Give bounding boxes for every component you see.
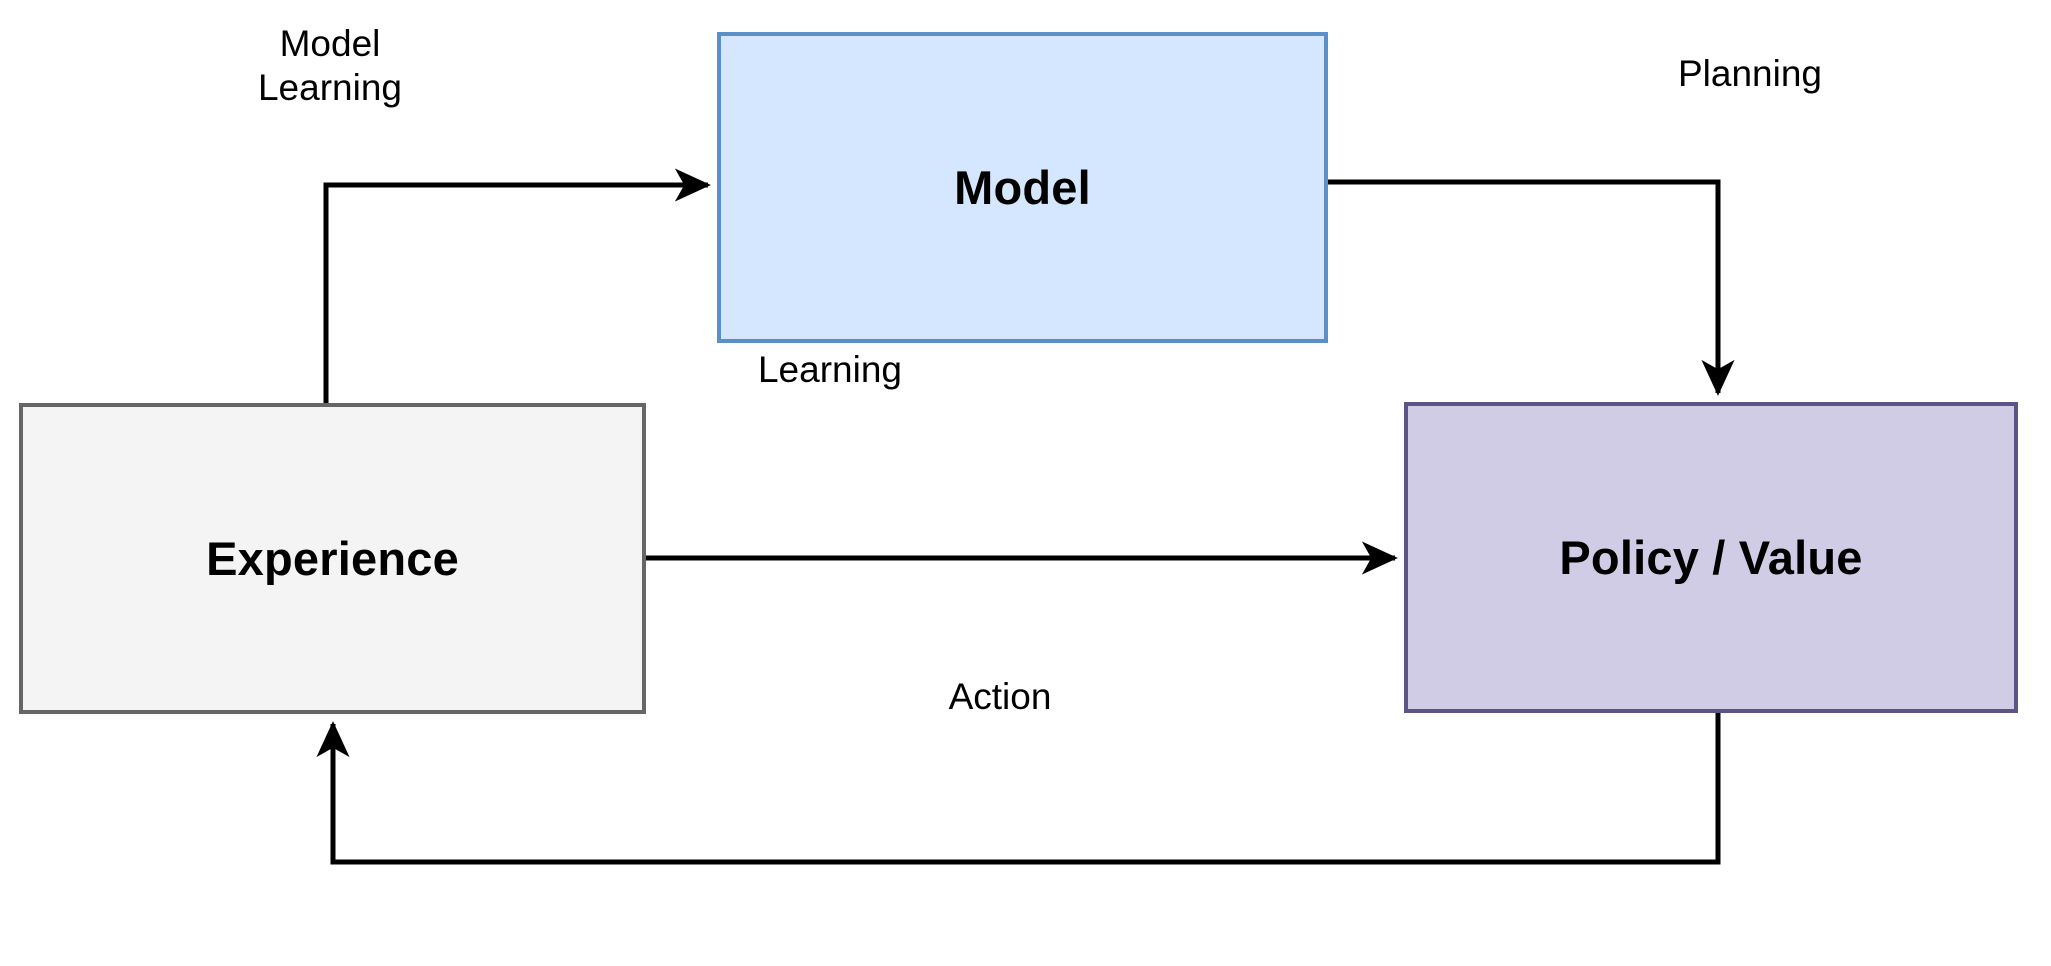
node-experience-label: Experience <box>206 532 459 585</box>
node-model-label: Model <box>954 161 1091 214</box>
edge-model-learning <box>323 168 711 403</box>
node-policy-value[interactable]: Policy / Value <box>1404 402 2018 713</box>
edge-label-planning: Planning <box>1677 53 1822 94</box>
node-experience[interactable]: Experience <box>19 403 646 714</box>
node-model[interactable]: Model <box>717 32 1328 343</box>
edge-label-learning: Learning <box>757 349 902 390</box>
edge-label-action: Action <box>948 676 1052 717</box>
edge-planning <box>1328 179 1735 396</box>
node-policy-value-label: Policy / Value <box>1559 531 1863 584</box>
edge-label-model-learning: Model Learning <box>257 23 402 108</box>
edge-action <box>316 713 1721 865</box>
